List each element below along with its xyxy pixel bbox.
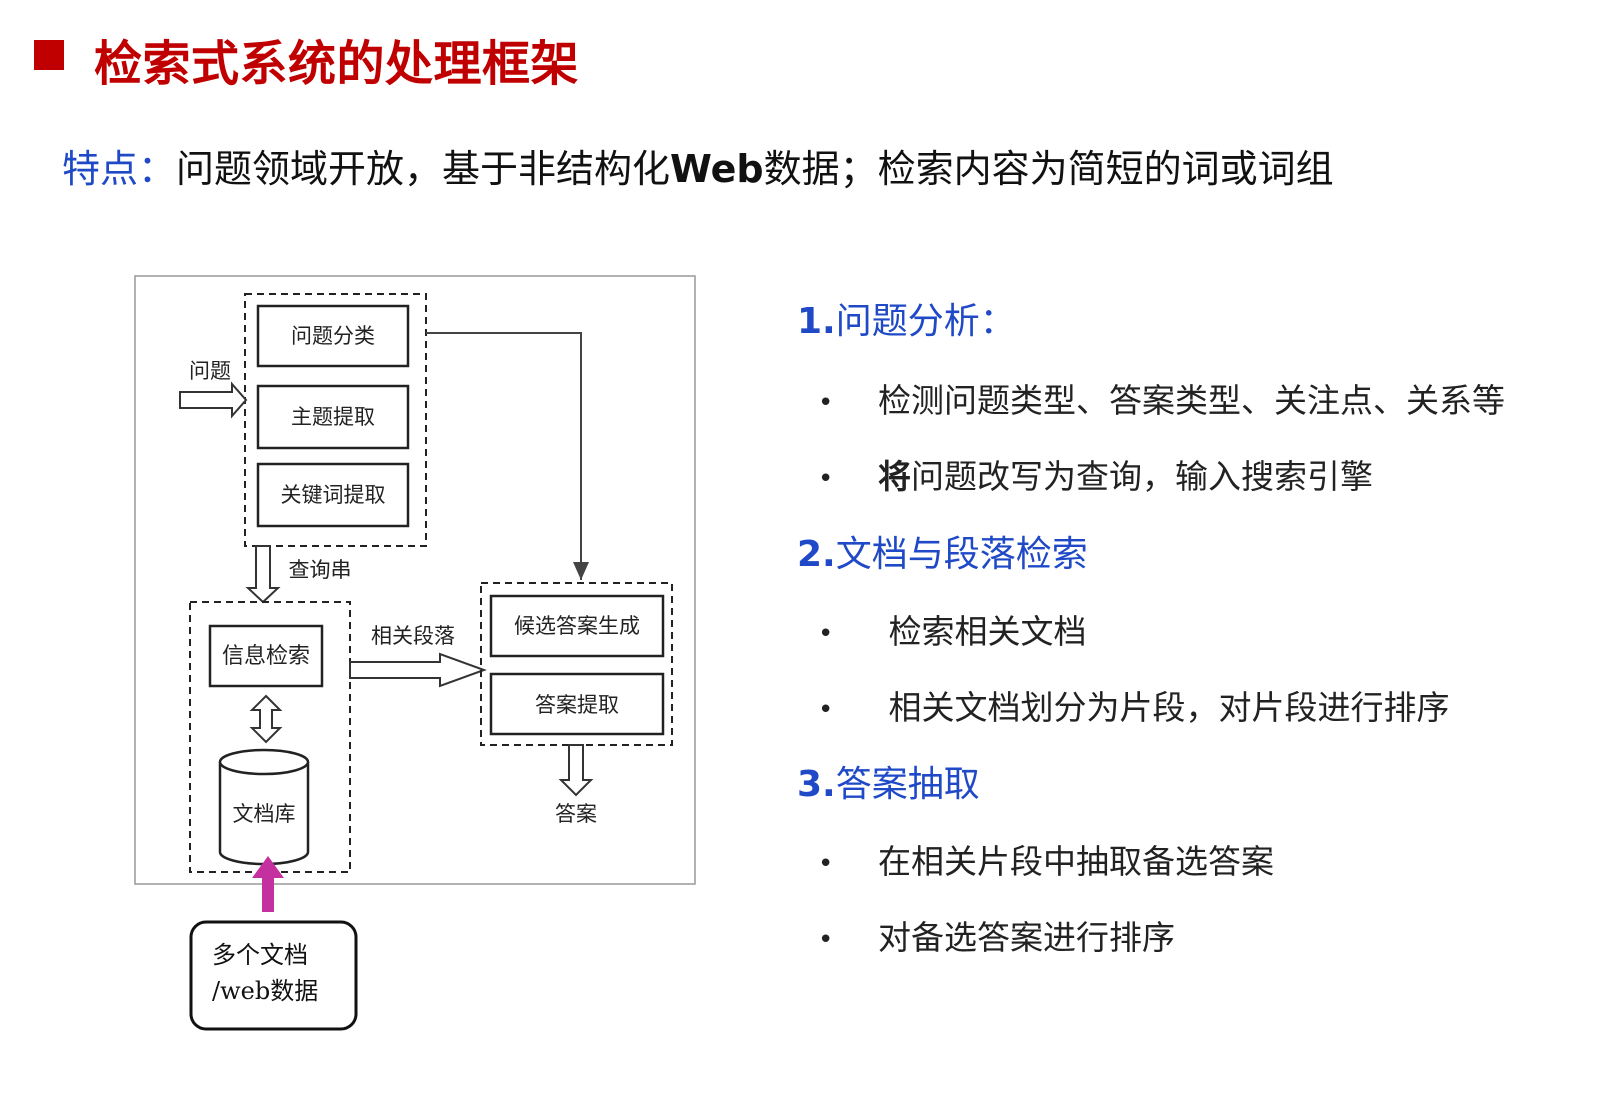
box-question-classification xyxy=(256,304,410,368)
step-1-bullet-1-text: 检测问题类型、答案类型、关注点、关系等 xyxy=(878,381,1505,420)
step-1-heading: 1.问题分析： xyxy=(797,292,1016,344)
bullet-dot: • xyxy=(818,924,834,955)
bullet-dot: • xyxy=(818,618,834,649)
source-line1: 多个文档 xyxy=(212,941,308,969)
question-input-arrow xyxy=(179,381,248,419)
box-info-retrieval-label: 信息检索 xyxy=(222,644,310,669)
step-1-number: 1. xyxy=(797,301,836,342)
title-bullet-square xyxy=(34,40,64,70)
step-2-number: 2. xyxy=(797,534,836,575)
step-2-heading: 2.文档与段落检索 xyxy=(797,525,1088,577)
box-topic-extraction xyxy=(256,384,410,450)
step-3-number: 3. xyxy=(797,764,836,805)
step-1-bullet-1: • 检测问题类型、答案类型、关注点、关系等 xyxy=(818,374,1505,422)
box-candidate-generation xyxy=(489,594,665,658)
box-answer-extraction xyxy=(489,672,665,736)
feature-web: Web xyxy=(670,147,764,191)
step-2-bullet-2-text: 相关文档划分为片段，对片段进行排序 xyxy=(878,688,1450,727)
feature-text-before-web: 问题领域开放，基于非结构化 xyxy=(176,147,671,191)
step-2-bullet-1: • 检索相关文档 xyxy=(818,605,1087,653)
related-passages-arrow xyxy=(349,652,487,688)
step-3-heading: 3.答案抽取 xyxy=(797,755,980,807)
bullet-dot: • xyxy=(818,694,834,725)
step-1-bullet-2: • 将问题改写为查询，输入搜索引擎 xyxy=(818,450,1373,498)
retrieval-db-bidirectional-arrow xyxy=(249,694,283,744)
step-1-bullet-2-text: 问题改写为查询，输入搜索引擎 xyxy=(911,457,1373,496)
answer-output-label: 答案 xyxy=(555,802,597,826)
answer-output-arrow xyxy=(558,744,594,797)
classification-to-candidate-arrow xyxy=(426,332,589,580)
document-db-label: 文档库 xyxy=(233,802,296,826)
feature-line: 特点：问题领域开放，基于非结构化Web数据；检索内容为简短的词或词组 xyxy=(62,138,1334,193)
step-1-bullet-2-lead: 将 xyxy=(878,457,911,496)
page-title: 检索式系统的处理框架 xyxy=(94,36,580,92)
step-3-title: 答案抽取 xyxy=(835,764,980,805)
box-candidate-generation-label: 候选答案生成 xyxy=(514,614,640,638)
step-3-bullet-1: • 在相关片段中抽取备选答案 xyxy=(818,835,1274,883)
question-input-label: 问题 xyxy=(189,359,231,383)
box-info-retrieval xyxy=(208,624,324,688)
source-line2: /web数据 xyxy=(212,977,318,1005)
source-arrow-shaft xyxy=(262,874,274,912)
source-arrow-head xyxy=(252,856,284,878)
question-analysis-group xyxy=(244,293,427,547)
bullet-dot: • xyxy=(818,387,834,418)
step-3-bullet-1-text: 在相关片段中抽取备选答案 xyxy=(878,842,1274,881)
step-3-bullet-2: • 对备选答案进行排序 xyxy=(818,911,1175,959)
step-1-title: 问题分析： xyxy=(835,301,1016,342)
step-2-bullet-1-text: 检索相关文档 xyxy=(878,612,1087,651)
box-topic-extraction-label: 主题提取 xyxy=(291,405,375,429)
source-box xyxy=(189,920,358,1031)
box-keyword-extraction-label: 关键词提取 xyxy=(281,483,386,507)
bullet-dot: • xyxy=(818,463,834,494)
feature-label: 特点： xyxy=(62,147,177,191)
step-3-bullet-2-text: 对备选答案进行排序 xyxy=(878,918,1175,957)
box-answer-extraction-label: 答案提取 xyxy=(535,693,619,717)
box-question-classification-label: 问题分类 xyxy=(291,324,375,348)
step-2-bullet-2: • 相关文档划分为片段，对片段进行排序 xyxy=(818,681,1450,729)
document-db-cylinder-top xyxy=(218,748,310,776)
step-2-title: 文档与段落检索 xyxy=(835,534,1088,575)
related-passages-label: 相关段落 xyxy=(371,624,455,648)
query-string-arrow xyxy=(245,545,281,604)
bullet-dot: • xyxy=(818,848,834,879)
query-string-label: 查询串 xyxy=(289,558,352,582)
box-keyword-extraction xyxy=(256,462,410,528)
feature-text-after-web: 数据；检索内容为简短的词或词组 xyxy=(763,147,1334,191)
